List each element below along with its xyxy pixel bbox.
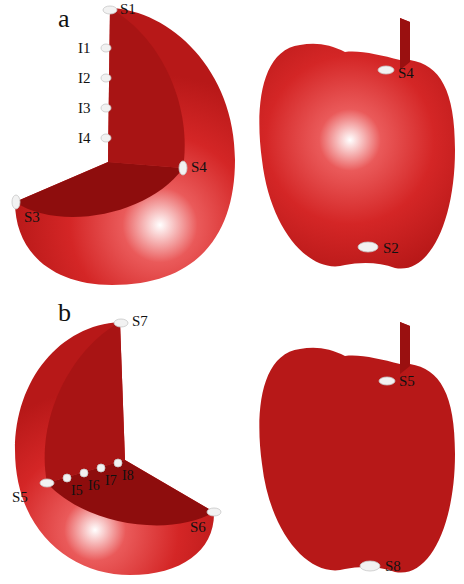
sensor-label: I3 [78, 101, 91, 116]
sensor-label: S3 [24, 210, 40, 225]
cut-apple-a [15, 8, 235, 285]
sensor-label: S5 [12, 490, 28, 505]
sensor-label: I7 [105, 474, 117, 488]
cut-apple-b [15, 322, 214, 575]
back-apple-b [259, 322, 455, 573]
sensor-dots [12, 6, 395, 571]
sensor-label: S7 [132, 314, 148, 329]
panel-letter: b [58, 300, 71, 326]
sensor-label: I1 [78, 41, 91, 56]
sensor-label: I6 [88, 479, 100, 493]
sensor-label: S4 [398, 66, 414, 81]
sensor-label: S5 [399, 374, 415, 389]
back-apple-a [259, 18, 455, 269]
sensor-label: I4 [78, 131, 91, 146]
sensor-label: I8 [122, 469, 134, 483]
panel-letter: a [58, 6, 70, 32]
sensor-label: S6 [190, 520, 206, 535]
sensor-label: S8 [385, 559, 401, 574]
sensor-label: I5 [71, 484, 83, 498]
sensor-label: S4 [191, 160, 207, 175]
sensor-label: I2 [78, 71, 91, 86]
sensor-label: S1 [120, 2, 136, 17]
sensor-label: S2 [383, 241, 399, 256]
